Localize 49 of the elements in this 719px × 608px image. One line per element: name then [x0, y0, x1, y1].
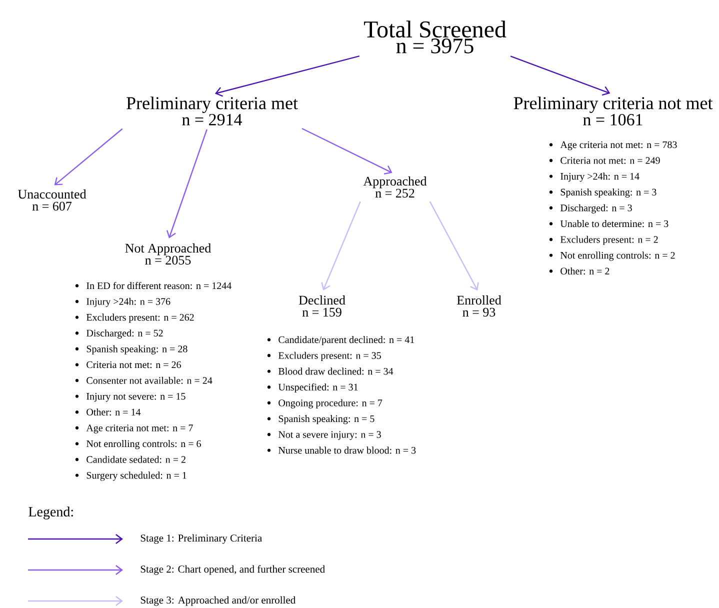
list-item: Discharged: n = 52 — [75, 329, 163, 339]
list-item: Criteria not met: n = 249 — [549, 157, 660, 164]
arrow — [321, 201, 361, 290]
step-label: Unaccounted n = 607 — [18, 189, 86, 211]
step-label: Preliminary criteria met n = 2914 — [126, 96, 298, 126]
arrow — [166, 129, 208, 238]
list-item: Other: n = 14 — [75, 408, 141, 416]
list-item: Unspecified: n = 31 — [267, 383, 358, 393]
list-item: Age criteria not met: n = 783 — [549, 141, 677, 150]
list-item: Not enrolling controls: n = 2 — [549, 252, 675, 261]
list-item: Discharged: n = 3 — [549, 204, 632, 214]
list-item: Ongoing procedure: n = 7 — [267, 399, 382, 408]
list-item: Surgery scheduled: n = 1 — [75, 472, 186, 481]
list-item: Nurse unable to draw blood: n = 3 — [267, 446, 416, 454]
list-item: In ED for different reason: n = 1244 — [75, 282, 232, 290]
legend-text: Stage 1: Preliminary Criteria — [140, 534, 262, 544]
list-item: Criteria not met: n = 26 — [75, 361, 181, 368]
step-label: Preliminary criteria not met n = 1061 — [514, 96, 713, 126]
step-label: Declined n = 159 — [298, 295, 346, 317]
list-item: Not enrolling controls: n = 6 — [75, 440, 201, 450]
step-label: Not Approached n = 2055 — [125, 243, 211, 265]
list-item: Blood draw declined: n = 34 — [267, 368, 394, 375]
list-item: Excluders present: n = 2 — [549, 236, 658, 245]
arrow — [54, 128, 123, 186]
list-item: Excluders present: n = 35 — [267, 352, 381, 361]
list-item: Excluders present: n = 262 — [75, 314, 194, 323]
list-item: Unable to determine: n = 3 — [549, 220, 668, 228]
list-item: Injury not severe: n = 15 — [75, 392, 186, 402]
step-label: Enrolled n = 93 — [457, 295, 502, 317]
list-item: Candidate sedated: n = 2 — [75, 456, 186, 463]
list-item: Candidate/parent declined: n = 41 — [267, 336, 414, 346]
arrow — [510, 56, 610, 96]
list-item: Spanish speaking: n = 3 — [549, 188, 656, 198]
step-label: Total Screened n = 3975 — [364, 20, 506, 54]
list-item: Injury >24h: n = 376 — [75, 298, 170, 307]
arrow — [429, 201, 479, 291]
list-item: Spanish speaking: n = 5 — [267, 415, 374, 424]
list-item: Spanish speaking: n = 28 — [75, 345, 188, 354]
list-item: Injury >24h: n = 14 — [549, 172, 640, 182]
list-item: Not a severe injury: n = 3 — [267, 431, 381, 440]
arrow — [214, 55, 360, 97]
list-item: Consenter not available: n = 24 — [75, 376, 212, 384]
legend-text: Stage 3: Approached and/or enrolled — [140, 596, 296, 606]
arrow — [302, 128, 392, 174]
legend-heading: Legend: — [28, 506, 73, 520]
list-item: Other: n = 2 — [549, 267, 610, 275]
list-item: Age criteria not met: n = 7 — [75, 424, 193, 434]
step-label: Approached n = 252 — [363, 176, 427, 198]
legend-text: Stage 2: Chart opened, and further screened — [140, 565, 325, 575]
